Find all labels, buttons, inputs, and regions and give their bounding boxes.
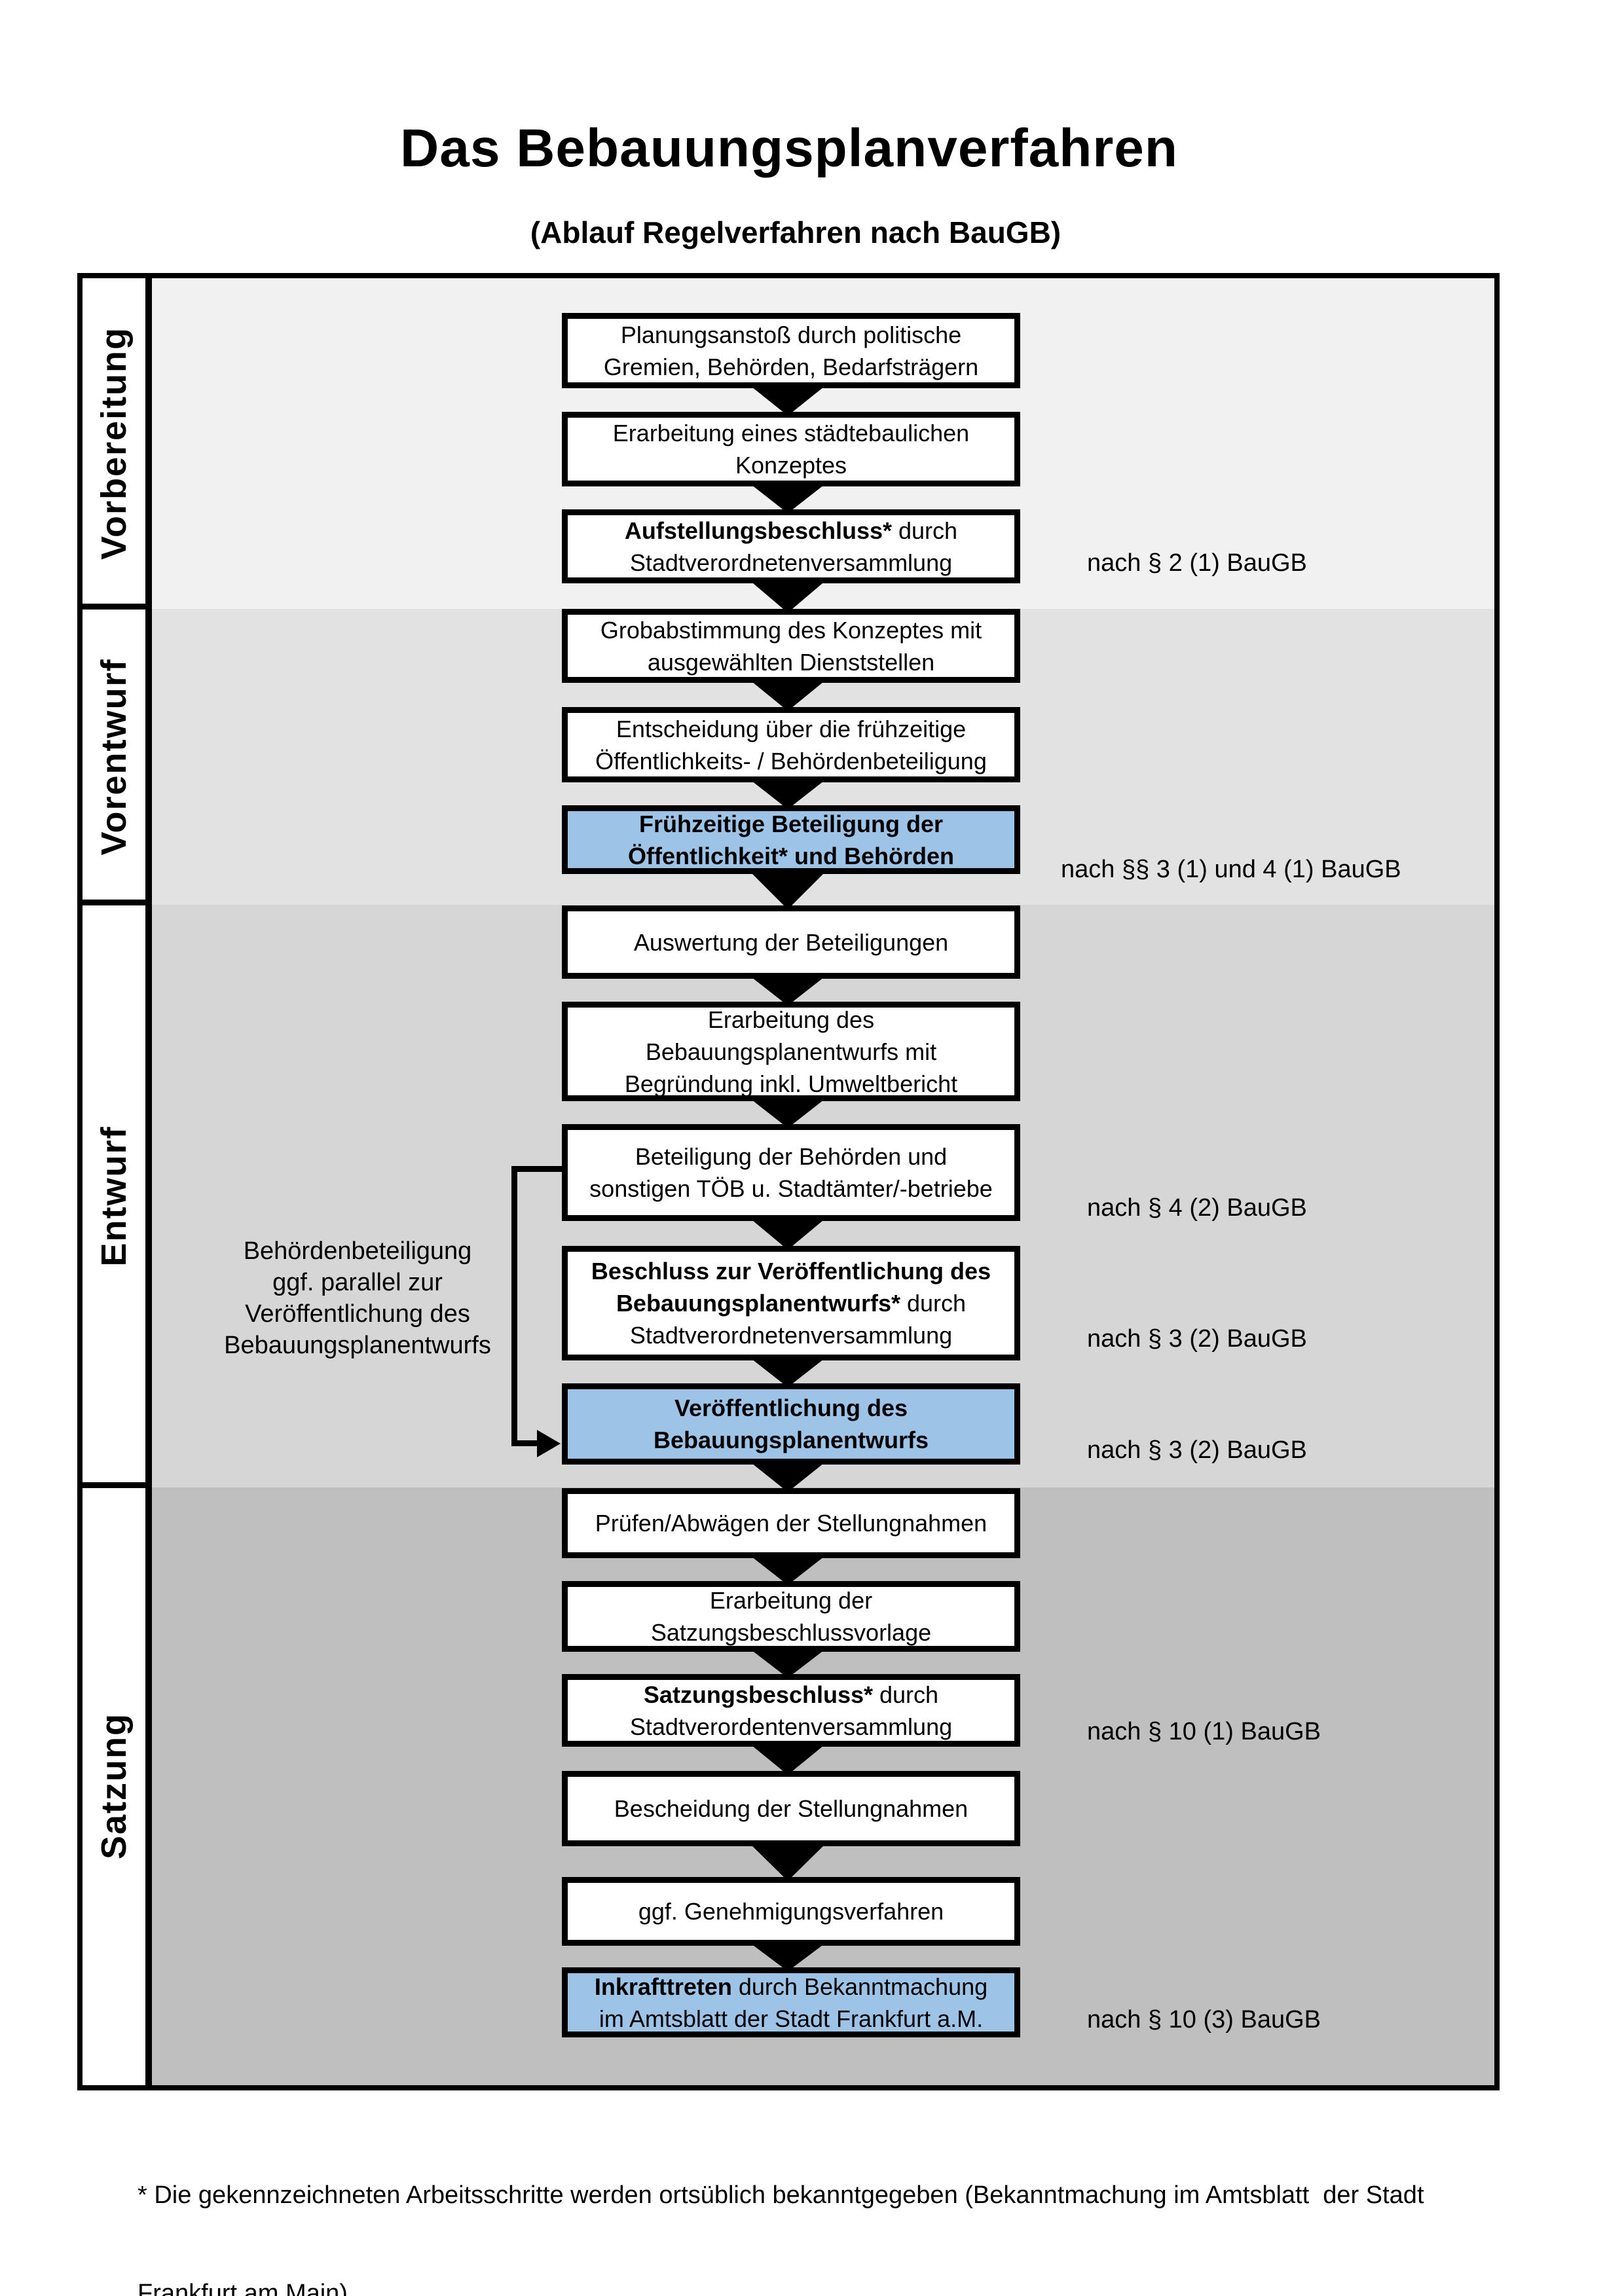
box-text-line: Planungsanstoß durch politische: [620, 321, 962, 348]
box-text-line: sonstigen TÖB u. Stadtämter/-betriebe: [589, 1175, 993, 1202]
step-grobabstimmung: Grobabstimmung des Konzeptes mit ausgewäh…: [562, 609, 1020, 683]
legal-ref-par10-1: nach § 10 (1) BauGB: [1087, 1718, 1321, 1745]
flow-arrow-down-icon: [748, 1357, 827, 1387]
step-genehmigungsverfahren: ggf. Genehmigungsverfahren: [562, 1877, 1020, 1946]
label-column-divider: [145, 278, 152, 2085]
legal-ref-par4-2: nach § 4 (2) BauGB: [1087, 1194, 1307, 1222]
flow-arrow-down-icon: [748, 679, 827, 711]
step-behoerden-beteiligung: Beteiligung der Behörden und sonstigen TÖ…: [562, 1124, 1020, 1221]
box-text-line: Öffentlichkeits- / Behördenbeteiligung: [595, 747, 987, 774]
box-text-line: Bescheidung der Stellungnahmen: [614, 1795, 969, 1822]
box-text-line: Gremien, Behörden, Bedarfsträgern: [603, 353, 979, 380]
box-text-line: ausgewählten Dienststellen: [647, 648, 935, 676]
flow-arrow-down-icon: [748, 870, 827, 909]
box-text-line: Bebauungsplanentwurfs mit: [645, 1038, 937, 1065]
box-text-line: Öffentlichkeit* und Behörden: [627, 842, 955, 869]
flow-arrow-down-icon: [748, 778, 827, 809]
page-title: Das Bebauungsplanverfahren: [400, 118, 1178, 178]
flow-arrow-down-icon: [748, 1942, 827, 1971]
flow-arrow-down-icon: [748, 1217, 827, 1250]
box-text-line: im Amtsblatt der Stadt Frankfurt a.M.: [599, 2005, 984, 2032]
flow-arrow-down-icon: [748, 579, 827, 613]
footnote-line-2: Frankfurt am Main).: [138, 2280, 355, 2296]
flow-arrow-down-icon: [748, 483, 827, 513]
box-text-line: Inkrafttreten durch Bekanntmachung: [594, 1973, 988, 2000]
note-line: Bebauungsplanentwurfs: [224, 1332, 491, 1359]
legal-ref-par3-1-und-4-1: nach §§ 3 (1) und 4 (1) BauGB: [1061, 856, 1401, 883]
box-text-line: Stadtverordentenversammlung: [629, 1713, 953, 1740]
connector-bottom-segment: [511, 1440, 543, 1446]
phase-label-vorbereitung: Vorbereitung: [94, 326, 134, 560]
box-text-line: Bebauungsplanentwurfs* durch: [616, 1290, 967, 1317]
box-text-line: Auswertung der Beteiligungen: [633, 928, 949, 956]
connector-top-segment: [511, 1166, 562, 1172]
phase-divider-1: [83, 604, 152, 610]
box-text-line: Erarbeitung eines städtebaulichen: [612, 420, 970, 446]
phase-label-entwurf: Entwurf: [94, 1125, 134, 1267]
legal-ref-par2-1: nach § 2 (1) BauGB: [1087, 549, 1307, 577]
page-subtitle: (Ablauf Regelverfahren nach BauGB): [530, 215, 1061, 249]
step-pruefen-abwaegen: Prüfen/Abwägen der Stellungnahmen: [562, 1488, 1020, 1558]
flow-arrow-down-icon: [748, 1097, 827, 1128]
footnote: * Die gekennzeichneten Arbeitsschritte w…: [138, 2113, 1526, 2296]
note-line: Behördenbeteiligung: [243, 1237, 472, 1265]
phase-label-vorentwurf: Vorentwurf: [94, 658, 134, 856]
flowchart-frame: Vorbereitung Vorentwurf Entwurf Satzung …: [77, 273, 1500, 2090]
connector-arrow-right-icon: [537, 1430, 561, 1457]
box-text-line: Grobabstimmung des Konzeptes mit: [600, 616, 982, 644]
box-text-line: Bebauungsplanentwurfs: [653, 1427, 929, 1453]
flow-arrow-down-icon: [748, 1461, 827, 1492]
box-text-line: Erarbeitung des: [707, 1006, 875, 1033]
legal-ref-par3-2-a: nach § 3 (2) BauGB: [1087, 1325, 1307, 1353]
legal-ref-par10-3: nach § 10 (3) BauGB: [1087, 2006, 1321, 2033]
box-text-line: Veröffentlichung des: [674, 1394, 908, 1421]
box-text-line: Begründung inkl. Umweltbericht: [624, 1070, 958, 1097]
box-text-line: Satzungsbeschluss* durch: [643, 1681, 939, 1708]
box-text-line: ggf. Genehmigungsverfahren: [638, 1898, 944, 1925]
flow-arrow-down-icon: [748, 1743, 827, 1775]
box-text-line: Konzeptes: [735, 452, 847, 479]
flow-arrow-down-icon: [748, 975, 827, 1006]
flow-arrow-down-icon: [748, 1554, 827, 1585]
phase-divider-3: [83, 1482, 152, 1488]
note-line: ggf. parallel zur: [272, 1269, 443, 1296]
box-text-line: Beschluss zur Veröffentlichung des: [591, 1258, 991, 1285]
box-text-line: Aufstellungsbeschluss* durch: [624, 517, 958, 544]
step-auswertung: Auswertung der Beteiligungen: [562, 905, 1020, 979]
flow-arrow-down-icon: [748, 384, 827, 416]
flow-arrow-down-icon: [748, 1842, 827, 1881]
parallel-procedure-note: Behördenbeteiligung ggf. parallel zur Ve…: [213, 1235, 502, 1361]
box-text-line: Stadtverordnetenversammlung: [629, 1322, 953, 1349]
connector-vertical-segment: [511, 1166, 517, 1446]
box-text-line: Stadtverordnetenversammlung: [629, 549, 953, 576]
note-line: Veröffentlichung des: [245, 1300, 470, 1328]
box-text-line: Satzungsbeschlussvorlage: [650, 1619, 932, 1646]
box-text-line: Prüfen/Abwägen der Stellungnahmen: [595, 1510, 987, 1537]
step-inkrafttreten: Inkrafttreten durch Bekanntmachung im Amt…: [562, 1967, 1020, 2037]
box-text-line: Erarbeitung der: [709, 1587, 873, 1614]
footnote-line-1: * Die gekennzeichneten Arbeitsschritte w…: [138, 2181, 1424, 2209]
flow-arrow-down-icon: [748, 1648, 827, 1678]
legal-ref-par3-2-b: nach § 3 (2) BauGB: [1087, 1436, 1307, 1464]
box-text-line: Frühzeitige Beteiligung der: [638, 810, 944, 837]
phase-divider-2: [83, 900, 152, 905]
phase-label-column: [83, 278, 145, 2085]
phase-label-satzung: Satzung: [94, 1713, 134, 1859]
box-text-line: Entscheidung über die frühzeitige: [616, 715, 967, 742]
step-bescheidung: Bescheidung der Stellungnahmen: [562, 1771, 1020, 1846]
box-text-line: Beteiligung der Behörden und: [635, 1143, 948, 1170]
